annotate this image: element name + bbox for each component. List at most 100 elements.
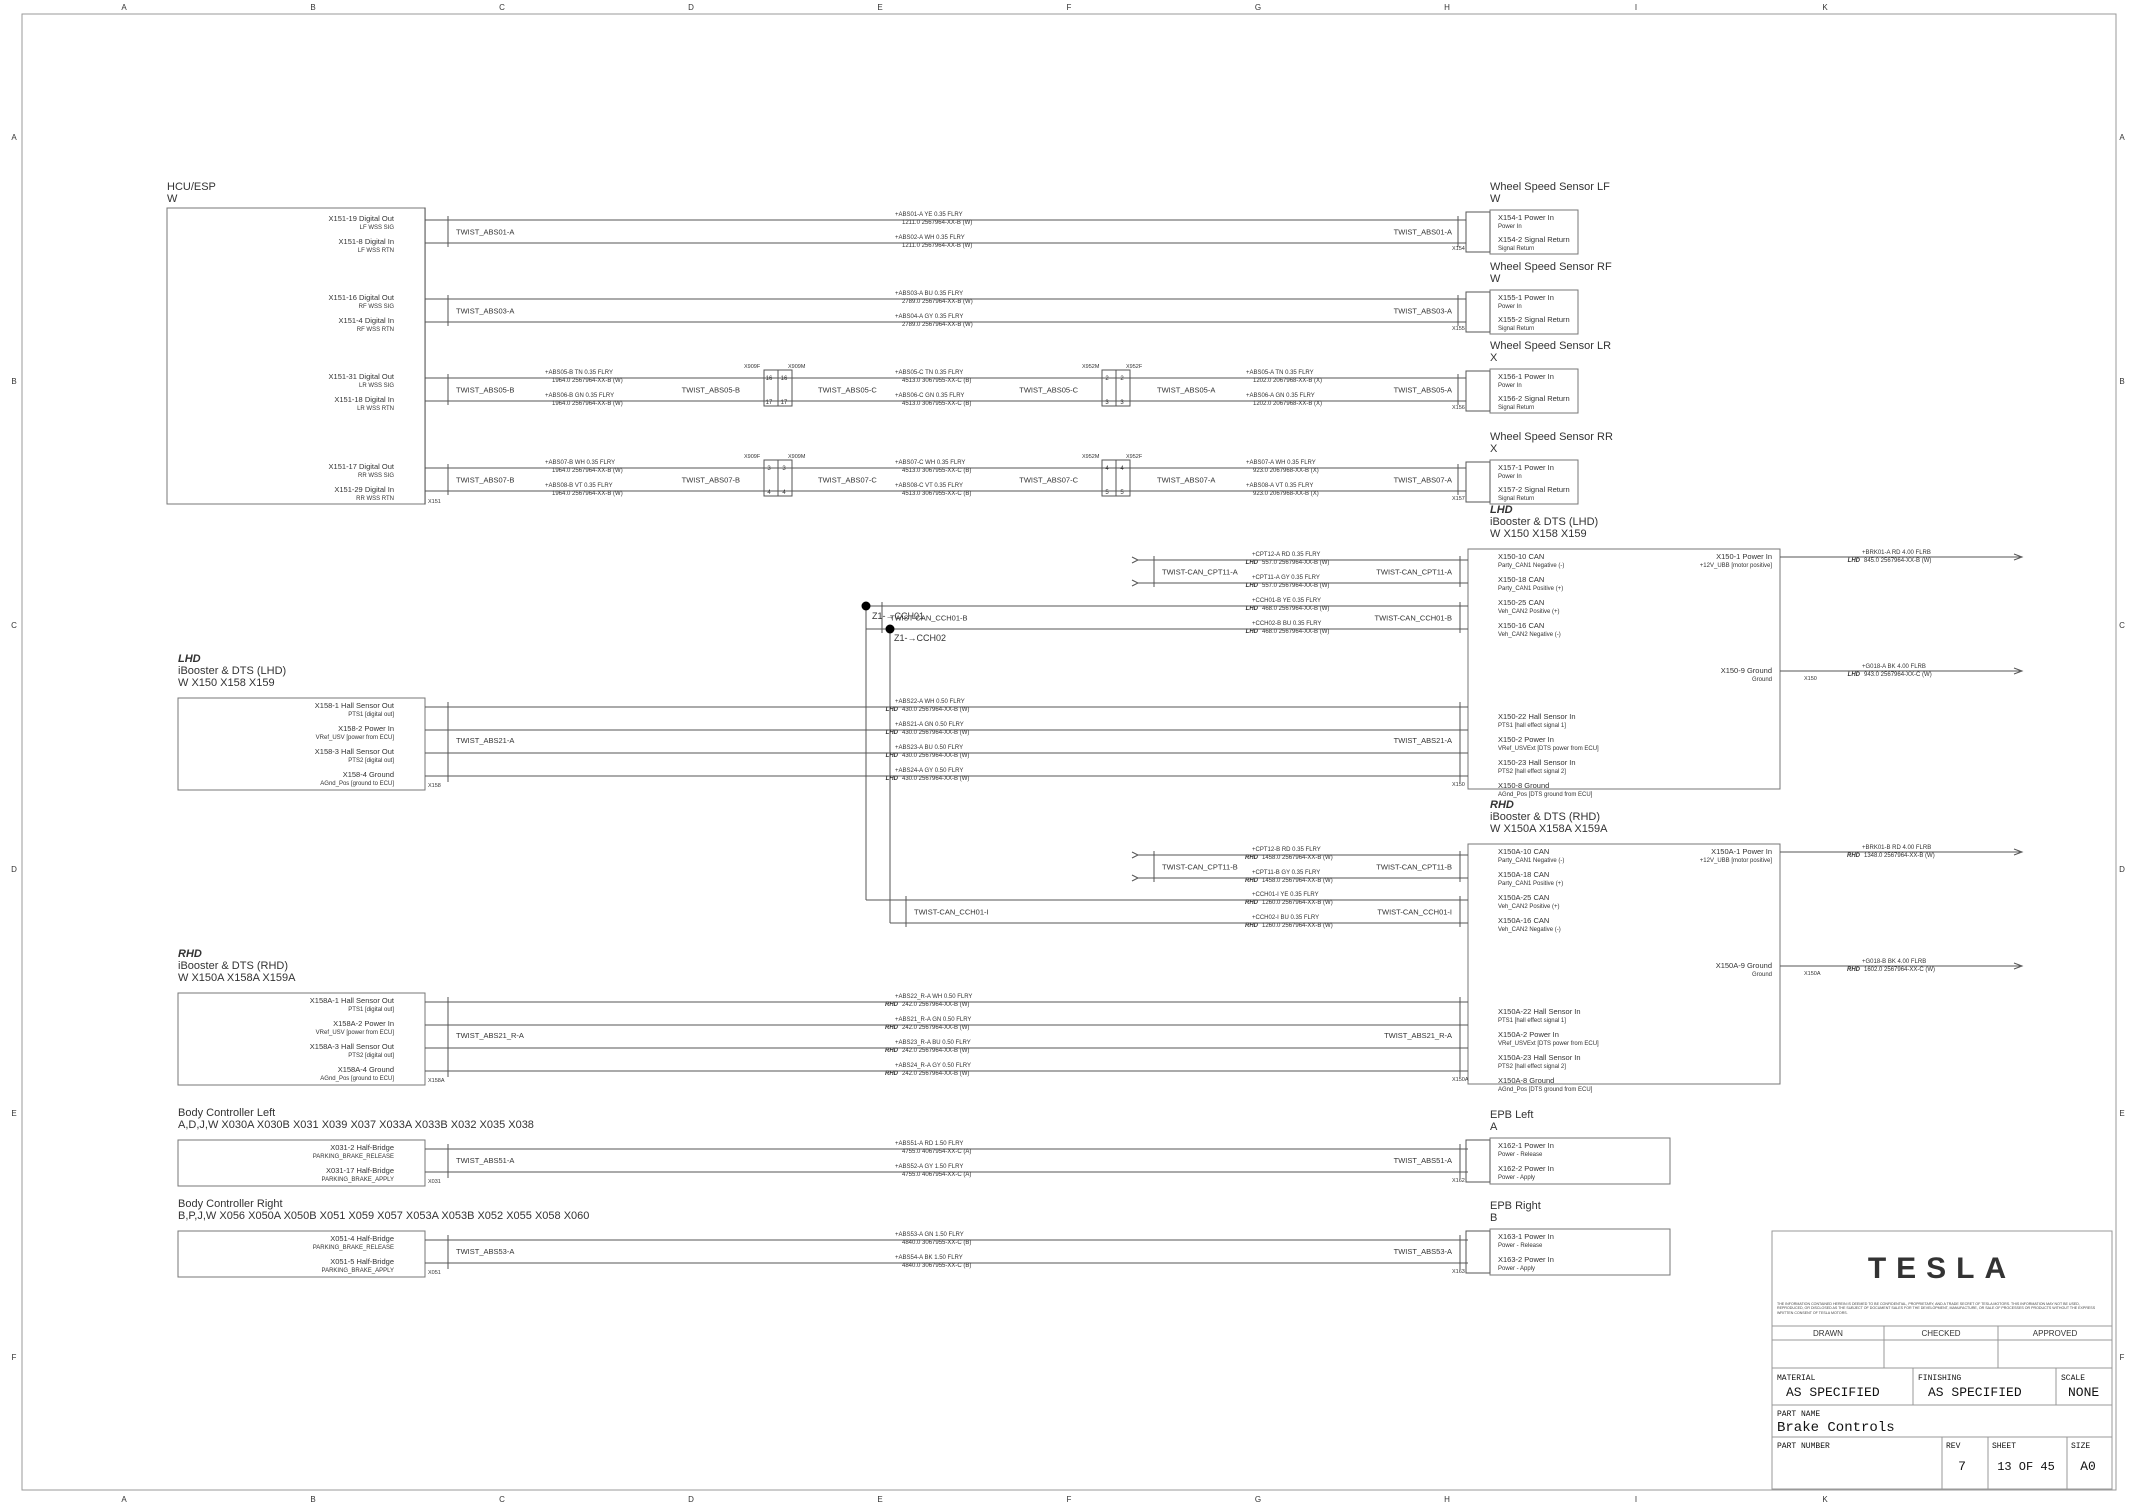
wss_lr-title: Wheel Speed Sensor LR (1490, 340, 1611, 352)
booster-codes: W X150A X158A X159A (178, 972, 296, 984)
pin-label: X150-2 Power In (1498, 735, 1554, 744)
variant-label: RHD (1490, 799, 1514, 811)
epb-title: EPB Left (1490, 1109, 1533, 1121)
pin-number: 17 (766, 400, 773, 406)
wire-spec: +CCH01-B YE 0.35 FLRY (1252, 598, 1321, 604)
grid-col-letter: K (1822, 1495, 1828, 1504)
twist-label: TWIST_ABS05-B (456, 386, 514, 395)
pin-label: X162-2 Power In (1498, 1164, 1554, 1173)
booster-title: iBooster & DTS (LHD) (178, 665, 286, 677)
wire-spec: +ABS24_R-A GY 0.50 FLRY (895, 1063, 971, 1069)
material-value: AS SPECIFIED (1786, 1385, 1880, 1400)
connector-id: X909M (788, 364, 806, 370)
hcu-pin-label: X151-19 Digital Out (329, 214, 395, 223)
twist-label: TWIST_ABS07-B (456, 476, 514, 485)
twist-label: TWIST_ABS03-A (456, 307, 514, 316)
size-label: SIZE (2071, 1442, 2090, 1451)
hcu-pin-desc: LF WSS RTN (358, 248, 394, 254)
pin-label: X158-1 Hall Sensor Out (315, 701, 395, 710)
connector-id: X952M (1082, 364, 1100, 370)
tesla-logo: TESLA (1868, 1252, 2016, 1285)
epb_right-box (1489, 1228, 1671, 1276)
pin-label: X150A-9 Ground (1716, 961, 1772, 970)
grid-col-letter: K (1822, 3, 1828, 12)
hcu-pin-label: X151-16 Digital Out (329, 293, 395, 302)
splice-node (861, 601, 871, 611)
twist-label: TWIST_ABS07-B (682, 476, 740, 485)
rev-value: 7 (1958, 1459, 1966, 1474)
wss_rf-box (1489, 289, 1579, 335)
wss_rf-title: Wheel Speed Sensor RF (1490, 261, 1612, 273)
wire-spec: 430.0 2567964-XX-B (W) (902, 776, 969, 782)
wire-spec: 1211.0 2567964-XX-B (W) (902, 243, 972, 249)
wire-spec: +CCH01-I YE 0.35 FLRY (1252, 892, 1319, 898)
grid-col-letter: H (1444, 1495, 1450, 1504)
variant-tag: LHD (1848, 558, 1861, 564)
pin-label: X158-4 Ground (343, 770, 394, 779)
connector-id: X952M (1082, 454, 1100, 460)
twist-label: TWIST_ABS53-A (1394, 1247, 1452, 1256)
inline-connector (1115, 459, 1131, 497)
sheet-label: SHEET (1992, 1442, 2016, 1451)
variant-tag: RHD (885, 1071, 899, 1077)
connector-id: X051 (428, 1270, 441, 1276)
wire-spec: 4513.0 3067955-XX-C (B) (902, 468, 971, 474)
variant-tag: RHD (1847, 967, 1861, 973)
pin-label: X163-2 Power In (1498, 1255, 1554, 1264)
ibooster_lhd_right-box (1467, 548, 1781, 790)
pin-desc: Power - Release (1498, 1152, 1543, 1158)
twist-label: TWIST-CAN_CCH01-I (914, 908, 989, 917)
grid-col-letter: I (1635, 1495, 1637, 1504)
inline-connector (777, 459, 793, 497)
epb-code: B (1490, 1212, 1497, 1224)
connector-id: X158A (428, 1078, 445, 1084)
wire-spec: +ABS03-A BU 0.35 FLRY (895, 291, 963, 297)
variant-tag: RHD (1245, 900, 1259, 906)
pin-label: X162-1 Power In (1498, 1141, 1554, 1150)
wire-spec: 4755.0 4067954-XX-C (A) (902, 1149, 971, 1155)
connector-id: X162 (1452, 1178, 1465, 1184)
wss_lf-connector (1465, 211, 1491, 253)
ibooster_rhd_right-box (1467, 843, 1781, 1085)
splice-node (885, 624, 895, 634)
wire-arrow (1131, 579, 1140, 587)
twist-label: TWIST_ABS07-A (1394, 476, 1452, 485)
pin-desc: Veh_CAN2 Positive (+) (1498, 609, 1560, 615)
wss_lf-title: Wheel Speed Sensor LF (1490, 181, 1610, 193)
wire-spec: +ABS54-A BK 1.50 FLRY (895, 1255, 963, 1261)
wss_lr-box (1489, 368, 1579, 414)
pin-desc: AGnd_Pos [DTS ground from ECU] (1498, 792, 1593, 798)
pin-desc: Veh_CAN2 Negative (-) (1498, 927, 1561, 933)
wire-spec: 1458.0 2567964-XX-B (W) (1262, 878, 1333, 884)
hcu-pin-desc: RF WSS SIG (359, 304, 395, 310)
confidential-notice: THE INFORMATION CONTAINED HEREIN IS DEEM… (1777, 1302, 2095, 1315)
grid-col-letter: H (1444, 3, 1450, 12)
variant-tag: RHD (885, 1048, 899, 1054)
connector-id: X154 (1452, 246, 1465, 252)
wss_rr-code: X (1490, 443, 1498, 455)
wire-spec: +ABS08-A VT 0.35 FLRY (1246, 483, 1313, 489)
pin-desc: PTS1 [hall effect signal 1] (1498, 1018, 1566, 1024)
pin-label: X150A-23 Hall Sensor In (1498, 1053, 1581, 1062)
pin-label: X150A-2 Power In (1498, 1030, 1559, 1039)
variant-tag: RHD (1847, 853, 1861, 859)
connector-id: X163 (1452, 1269, 1465, 1275)
connector-id: X156 (1452, 405, 1465, 411)
pin-desc: Signal Return (1498, 326, 1534, 332)
pin-label: X150A-18 CAN (1498, 870, 1549, 879)
pin-label: X158A-4 Ground (338, 1065, 394, 1074)
pin-desc: AGnd_Pos [ground to ECU] (320, 1076, 394, 1082)
twist-label: TWIST-CAN_CPT11-A (1162, 568, 1238, 577)
wire-spec: +G018-B BK 4.00 FLRB (1862, 959, 1926, 965)
wire-spec: 1202.0 2067968-XX-B (X) (1253, 401, 1322, 407)
hcu-pin-desc: LF WSS SIG (360, 225, 395, 231)
booster-codes: W X150 X158 X159 (178, 677, 275, 689)
pin-number: 16 (781, 376, 788, 382)
wire-spec: 430.0 2567964-XX-B (W) (902, 707, 969, 713)
wire-spec: +ABS06-B GN 0.35 FLRY (545, 393, 614, 399)
wire-spec: +ABS01-A YE 0.35 FLRY (895, 212, 963, 218)
pin-desc: Ground (1752, 972, 1772, 978)
wire-spec: 4840.0 3067955-XX-C (B) (902, 1263, 971, 1269)
